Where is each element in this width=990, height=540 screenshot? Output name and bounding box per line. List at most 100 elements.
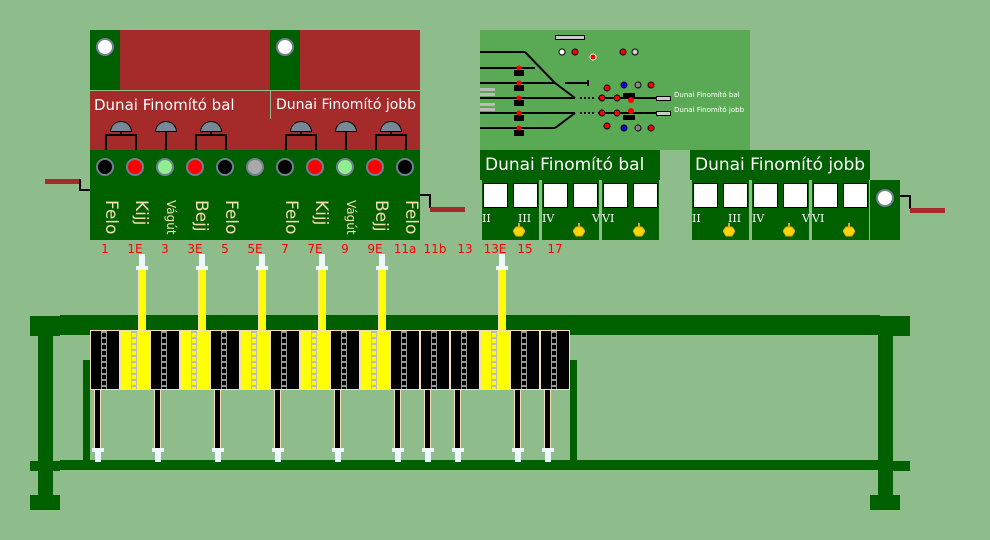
lever-chain [251, 331, 257, 389]
lever-handle-grip[interactable] [395, 452, 401, 462]
lever-handle-down[interactable] [154, 390, 161, 448]
lever[interactable] [120, 330, 150, 390]
lever[interactable] [90, 330, 120, 390]
lever-number: 11b [423, 242, 447, 256]
lever[interactable] [390, 330, 420, 390]
lever-handle-grip[interactable] [319, 254, 325, 268]
lever-handle-up[interactable] [138, 270, 146, 330]
route-button[interactable] [603, 183, 628, 208]
lever-handle-down[interactable] [94, 390, 101, 448]
lever[interactable] [300, 330, 330, 390]
lever[interactable] [270, 330, 300, 390]
route-button[interactable] [483, 183, 508, 208]
block-panel-right [300, 30, 420, 90]
route-panel-header: Dunai Finomító bal [480, 150, 660, 180]
lever-handle-grip[interactable] [259, 254, 265, 268]
lever[interactable] [210, 330, 240, 390]
lever-number: 3E [187, 242, 203, 256]
lever-number: 13E [483, 242, 507, 256]
route-button[interactable] [723, 183, 748, 208]
lever-handle-down[interactable] [334, 390, 341, 448]
lever-number: 17 [547, 242, 563, 256]
lever[interactable] [150, 330, 180, 390]
lever-number: 7E [307, 242, 323, 256]
lever-handle-down[interactable] [424, 390, 431, 448]
route-button[interactable] [843, 183, 868, 208]
block-lamp-left[interactable] [96, 38, 114, 56]
lever[interactable] [510, 330, 540, 390]
lever-handle-grip[interactable] [215, 452, 221, 462]
route-button[interactable] [633, 183, 658, 208]
lever-handle-up[interactable] [378, 270, 386, 330]
lever-handle-down[interactable] [544, 390, 551, 448]
lever[interactable] [180, 330, 210, 390]
route-key-icon[interactable] [722, 222, 736, 237]
indicator-lamp [96, 158, 114, 176]
right-block-lamp[interactable] [876, 189, 894, 207]
route-button[interactable] [783, 183, 808, 208]
lever-handle-up[interactable] [258, 270, 266, 330]
lever[interactable] [420, 330, 450, 390]
lever-number: 9E [367, 242, 383, 256]
lever-handle-grip[interactable] [455, 452, 461, 462]
route-key-icon[interactable] [842, 222, 856, 237]
route-button[interactable] [813, 183, 838, 208]
route-key-icon[interactable] [782, 222, 796, 237]
lever-handle-grip[interactable] [425, 452, 431, 462]
lever-handle-grip[interactable] [275, 452, 281, 462]
route-key-icon[interactable] [632, 222, 646, 237]
lever-chain [521, 331, 527, 389]
lever-chain [221, 331, 227, 389]
route-button[interactable] [513, 183, 538, 208]
lever-handle-down[interactable] [514, 390, 521, 448]
lever[interactable] [330, 330, 360, 390]
lever-handle-grip[interactable] [499, 254, 505, 268]
lever-handle-up[interactable] [198, 270, 206, 330]
lever-chain [131, 331, 137, 389]
route-key-icon[interactable] [572, 222, 586, 237]
lamp-label: Kijj [311, 200, 331, 226]
lever[interactable] [480, 330, 510, 390]
lamp-label: Bejj [371, 200, 391, 232]
route-key-icon[interactable] [512, 222, 526, 237]
route-button[interactable] [753, 183, 778, 208]
lever-chain [371, 331, 377, 389]
lever-handle-grip[interactable] [335, 452, 341, 462]
lever-chain [491, 331, 497, 389]
indicator-lamp [126, 158, 144, 176]
lever-handle-grip[interactable] [95, 452, 101, 462]
lever-chain [341, 331, 347, 389]
lever-handle-grip[interactable] [139, 254, 145, 268]
lever-handle-grip[interactable] [515, 452, 521, 462]
lever[interactable] [450, 330, 480, 390]
lever-handle-up[interactable] [318, 270, 326, 330]
lever-handle-grip[interactable] [199, 254, 205, 268]
lever-chain [281, 331, 287, 389]
lever-handle-down[interactable] [394, 390, 401, 448]
lever-handle-down[interactable] [214, 390, 221, 448]
lever-number: 7 [281, 242, 289, 256]
lever-handle-grip[interactable] [545, 452, 551, 462]
lever-chain [431, 331, 437, 389]
lever[interactable] [240, 330, 270, 390]
route-button[interactable] [543, 183, 568, 208]
route-label-right: V [802, 212, 810, 225]
wire-left-red [45, 179, 80, 184]
lever-handle-down[interactable] [274, 390, 281, 448]
lever-handle-grip[interactable] [379, 254, 385, 268]
route-button[interactable] [573, 183, 598, 208]
lamp-label: Kijj [131, 200, 151, 226]
lever-handle-down[interactable] [454, 390, 461, 448]
lever[interactable] [540, 330, 570, 390]
mini-map[interactable]: Dunai Finomító bal Dunai Finomító jobb [480, 30, 750, 150]
lever-handle-grip[interactable] [155, 452, 161, 462]
indicator-lamp [246, 158, 264, 176]
route-button[interactable] [693, 183, 718, 208]
lever-handle-up[interactable] [498, 270, 506, 330]
lever-chain [191, 331, 197, 389]
route-panel-title: Dunai Finomító bal [485, 155, 645, 175]
block-lamp-right[interactable] [276, 38, 294, 56]
lever[interactable] [360, 330, 390, 390]
route-label-left: II [692, 212, 701, 225]
lever-chain [101, 331, 107, 389]
